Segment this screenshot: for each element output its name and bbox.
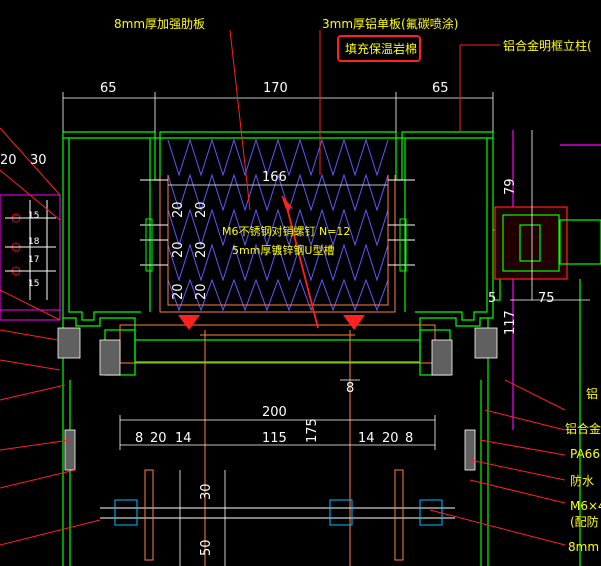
label-right-5: (配防 (570, 514, 599, 529)
dim-75: 75 (538, 291, 555, 306)
label-mullion: 铝合金明框立柱( (503, 38, 592, 53)
dim-20-v6: 20 (194, 283, 209, 300)
label-aluminum-panel: 3mm厚铝单板(氟碳喷涂) (322, 16, 458, 31)
highlight-box (337, 35, 421, 62)
dim-65-right: 65 (432, 81, 449, 96)
label-right-2: PA66 (570, 447, 600, 461)
dimension-lines (62, 92, 590, 566)
setting-blocks (178, 315, 365, 330)
dim-20-v4: 20 (194, 241, 209, 258)
dim-17: 17 (28, 255, 39, 265)
bottom-bolt-assembly (100, 469, 455, 561)
dim-170: 170 (263, 81, 288, 96)
dim-20-b: 20 (382, 431, 399, 446)
leader-lines (0, 29, 566, 546)
label-right-3: 防水 (570, 473, 594, 488)
dim-65-left: 65 (100, 81, 117, 96)
dim-20-v2: 20 (194, 201, 209, 218)
label-right-1: 铝合金 (565, 421, 601, 436)
label-right-4: M6×4 (570, 499, 601, 513)
dim-15-a: 15 (28, 211, 39, 221)
dim-117: 117 (503, 310, 518, 335)
dim-50: 50 (199, 539, 214, 556)
label-reinforcing-rib: 8mm厚加强肋板 (114, 16, 205, 31)
bolts (140, 179, 415, 272)
dim-8-a: 8 (135, 431, 143, 446)
dim-20-v1: 20 (171, 201, 186, 218)
dim-200: 200 (262, 405, 287, 420)
dim-20-v5: 20 (171, 283, 186, 300)
dim-15-b: 15 (28, 279, 39, 289)
insulation-rockwool (167, 138, 389, 312)
gaskets (57, 327, 498, 471)
label-insulation: 填充保温岩棉 (345, 41, 417, 56)
dim-18: 18 (28, 237, 40, 247)
label-bolt-note: M6不锈钢对销螺钉 N=12 (222, 224, 350, 238)
left-bracket (0, 194, 61, 321)
right-transom-detail (494, 130, 601, 566)
dim-8-mid: 8 (346, 381, 354, 396)
dim-30-low: 30 (199, 483, 214, 500)
dim-166: 166 (262, 170, 287, 185)
dim-175: 175 (305, 418, 320, 443)
dim-20-v3: 20 (171, 241, 186, 258)
dim-14-b: 14 (358, 431, 375, 446)
dim-79: 79 (503, 178, 518, 195)
label-right-6: 8mm (568, 540, 599, 554)
dim-14-a: 14 (175, 431, 192, 446)
label-channel-note: 5mm厚镀锌钢U型槽 (232, 243, 334, 257)
dim-20-a: 20 (150, 431, 167, 446)
dim-30-left: 30 (30, 153, 47, 168)
dim-20-left: 20 (0, 153, 17, 168)
dim-5: 5 (488, 291, 496, 306)
dim-8-b: 8 (405, 431, 413, 446)
label-right-7: 铝 (586, 386, 598, 401)
dim-115: 115 (262, 431, 287, 446)
